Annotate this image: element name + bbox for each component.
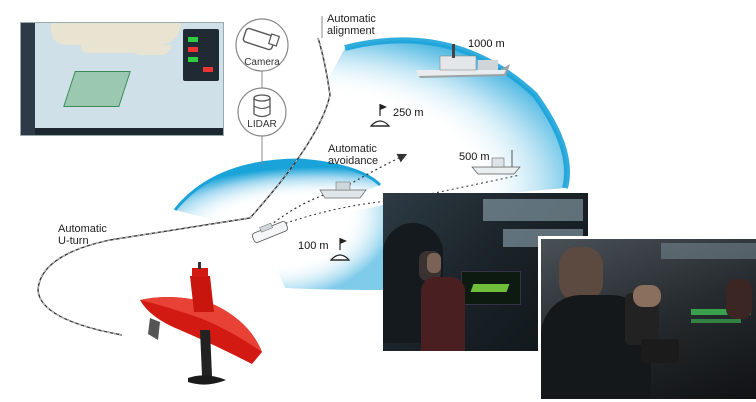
- distance-500m: 500 m: [459, 151, 490, 163]
- photo-joystick-operator: [538, 236, 756, 399]
- buoy-icon-100m: [329, 238, 351, 261]
- ship-icon-1000m: [416, 44, 510, 78]
- map-control-panel: [183, 29, 219, 81]
- camera-icon: [235, 18, 289, 72]
- label-automatic-uturn: Automatic U-turn: [58, 223, 107, 247]
- label-lidar: LIDAR: [247, 119, 277, 130]
- buoy-icon-250m: [369, 104, 391, 127]
- label-automatic-avoidance: Automatic avoidance: [328, 143, 379, 167]
- drone-icon: [140, 262, 262, 385]
- distance-100m: 100 m: [298, 240, 329, 252]
- distance-250m: 250 m: [393, 107, 424, 119]
- map-route-area: [63, 71, 131, 107]
- lidar-detection-zone: [175, 160, 380, 232]
- ship-icon-avoidance: [319, 181, 367, 199]
- operator-head: [559, 247, 603, 301]
- near-zone: [262, 205, 383, 290]
- map-status-bar: [35, 128, 223, 135]
- lidar-icon: [237, 87, 287, 137]
- label-automatic-alignment: Automatic alignment: [327, 13, 376, 37]
- distance-1000m: 1000 m: [468, 38, 505, 50]
- map-screenshot: [20, 22, 224, 136]
- vessel-icon-route: [251, 221, 289, 243]
- map-toolbar: [21, 23, 35, 135]
- label-camera: Camera: [244, 57, 280, 68]
- ship-icon-500m: [471, 150, 521, 175]
